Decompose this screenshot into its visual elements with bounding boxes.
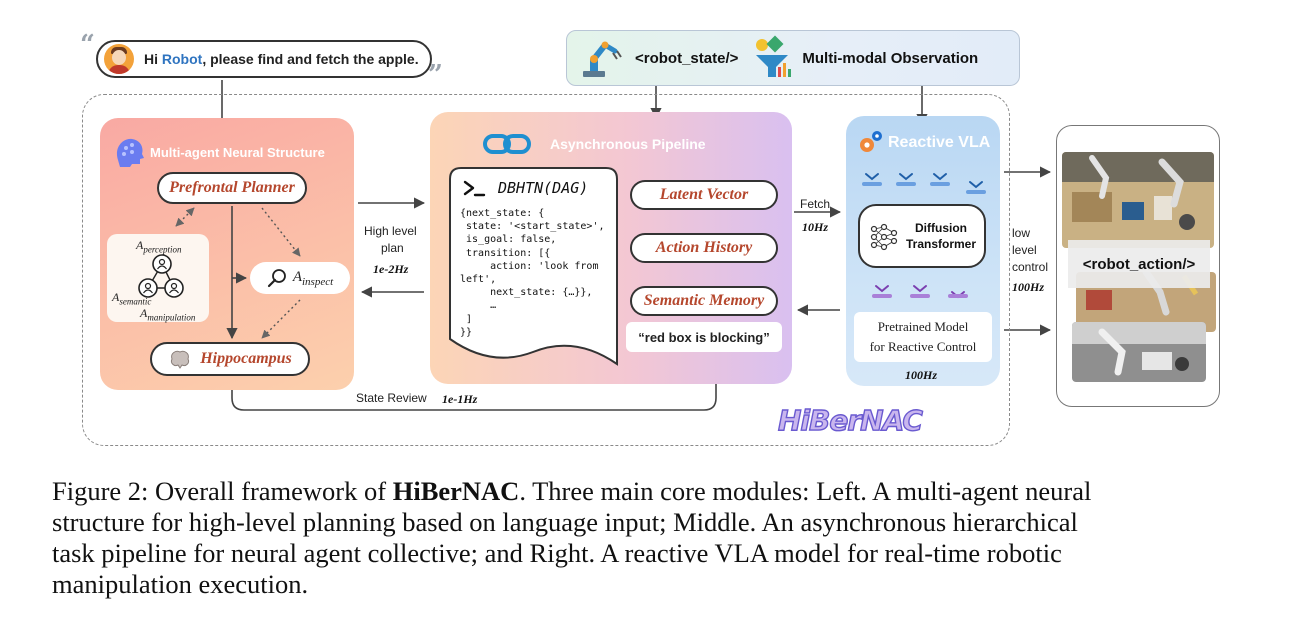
robot-arm-icon (583, 41, 622, 77)
dit-line-2: Transformer (905, 237, 977, 251)
low-level-freq: 100Hz (1012, 280, 1045, 294)
caption-line-3: task pipeline for neural agent collectiv… (52, 538, 1062, 568)
state-review-loop (231, 370, 722, 411)
brain-icon (171, 350, 190, 369)
user-prompt-bubble: Hi Robot, please find and fetch the appl… (96, 40, 432, 78)
prompt-greeting: Hi (144, 51, 162, 67)
agent-manipulation-label: Amanipulation (140, 306, 195, 322)
neural-network-icon (870, 223, 898, 251)
code-line: }} (460, 326, 473, 338)
hippocampus-label: Hippocampus (200, 350, 292, 367)
prompt-highlight: Robot (161, 51, 203, 67)
multi-agent-title: Multi-agent Neural Structure (150, 145, 325, 160)
prefrontal-planner: Prefrontal Planner (157, 172, 307, 204)
agent-inspect-sub: inspect (302, 275, 334, 288)
link-icon (483, 134, 531, 154)
high-level-label-2: plan (381, 241, 404, 255)
dit-label: Diffusion Transformer (900, 220, 982, 252)
code-line: left', (460, 274, 497, 286)
fetch-label: Fetch (800, 197, 831, 211)
code-line: state: '<start_state>', (460, 221, 605, 233)
agent-semantic-sub: semantic (119, 296, 152, 307)
magnifier-icon (267, 269, 286, 288)
robot-action-tag: <robot_action/> (1068, 240, 1210, 288)
robot-scene-image-top (1062, 152, 1214, 248)
low-level-label-2: level (1012, 243, 1037, 257)
fetch-freq: 10Hz (802, 220, 829, 234)
code-line: is_goal: false, (460, 234, 557, 246)
action-history-pill: Action History (630, 233, 778, 263)
caption-line-4: manipulation execution. (52, 569, 309, 599)
reactive-vla-title: Reactive VLA (888, 134, 991, 151)
data-funnel-icon (756, 35, 792, 77)
dag-title: DBHTN(DAG) (498, 179, 589, 197)
agent-manipulation-sub: manipulation (147, 312, 196, 323)
inspect-agent-pill: Ainspect (250, 262, 350, 294)
caption-line-2: structure for high-level planning based … (52, 507, 1078, 537)
close-quote-icon: ” (428, 60, 443, 90)
pretrained-model-box: Pretrained Model for Reactive Control (854, 312, 992, 362)
pretrained-line-1: Pretrained Model (877, 319, 969, 334)
low-level-label-1: low (1012, 226, 1031, 240)
framework-frame (82, 94, 1010, 446)
code-line: ] (460, 313, 473, 325)
open-quote-icon: “ (80, 30, 95, 60)
pretrained-line-2: for Reactive Control (869, 339, 977, 354)
observation-label: Multi-modal Observation (802, 49, 979, 67)
hippocampus: Hippocampus (150, 342, 310, 376)
terminal-prompt-icon (463, 180, 486, 197)
dag-code-block: {next_state: { state: '<start_state>', i… (460, 207, 605, 339)
caption-line-1-post: . Three main core modules: Left. A multi… (519, 476, 1092, 506)
gears-icon (860, 131, 882, 152)
semantic-memory-pill: Semantic Memory (630, 286, 778, 316)
high-level-label-1: High level (364, 224, 417, 238)
code-line: … (460, 300, 497, 312)
figure-caption: Figure 2: Overall framework of HiBerNAC.… (52, 476, 1252, 600)
hibernac-logo: HiBerNAC (777, 403, 923, 437)
agent-inspect-base: A (292, 268, 302, 285)
vla-freq: 100Hz (905, 368, 938, 382)
low-level-label-3: control (1012, 260, 1049, 274)
agent-network-icon (138, 254, 184, 298)
agent-perception-label: Aperception (136, 238, 182, 254)
robot-state-tag: <robot_state/> (635, 49, 739, 67)
agents-cluster (107, 234, 209, 322)
agent-manipulation-base: A (140, 306, 148, 320)
semantic-memo-text: “red box is blocking” (626, 322, 782, 352)
caption-line-1: Figure 2: Overall framework of HiBerNAC.… (52, 476, 1252, 507)
user-prompt-text: Hi Robot, please find and fetch the appl… (144, 51, 419, 67)
robot-scene-image-bottom (1072, 322, 1206, 382)
latent-vector-pill: Latent Vector (630, 180, 778, 210)
code-line: {next_state: { (460, 208, 545, 219)
agent-perception-base: A (136, 238, 144, 252)
caption-line-1-bold: HiBerNAC (392, 476, 520, 506)
high-level-freq: 1e-2Hz (373, 262, 409, 276)
dag-code-card (449, 167, 618, 366)
output-token-icons (872, 285, 968, 299)
caption-line-1-pre: Figure 2: Overall framework of (52, 476, 393, 506)
agent-semantic-base: A (112, 290, 120, 304)
state-review-label: State Review (356, 391, 427, 405)
user-avatar (104, 44, 134, 74)
code-line: next_state: {…}}, (460, 287, 593, 299)
dit-line-1: Diffusion (915, 221, 967, 235)
state-review-freq: 1e-1Hz (442, 392, 478, 406)
code-line: transition: [{ (460, 247, 551, 259)
input-token-icons (862, 173, 986, 194)
diffusion-transformer-box: Diffusion Transformer (858, 204, 986, 268)
prompt-rest: , please find and fetch the apple. (202, 51, 419, 67)
observation-box: <robot_state/> Multi-modal Observation (566, 30, 1020, 86)
agent-inspect-label: Ainspect (293, 269, 333, 288)
code-line: action: 'look from (460, 260, 599, 272)
agent-perception-sub: perception (143, 244, 182, 255)
async-pipeline-title: Asynchronous Pipeline (550, 136, 706, 152)
agent-semantic-label: Asemantic (112, 290, 151, 306)
brain-head-icon (116, 138, 144, 167)
